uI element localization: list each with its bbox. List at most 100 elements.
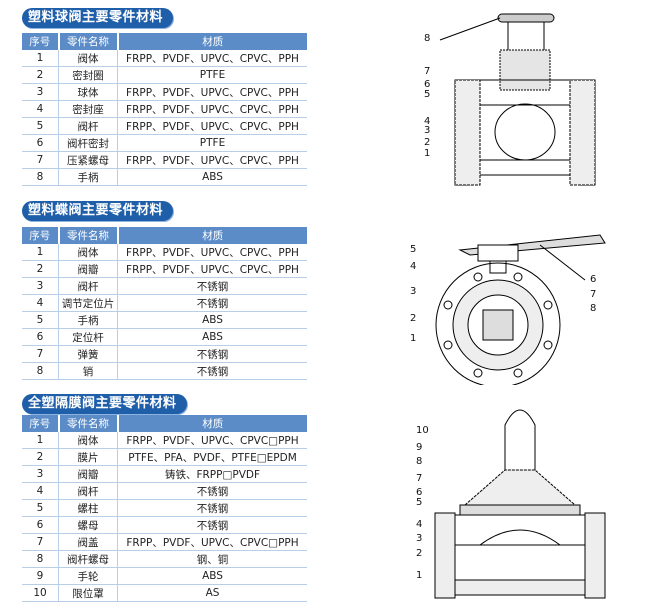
column-header: 材质 — [117, 415, 307, 432]
table-cell: 阀杆 — [58, 117, 118, 135]
table-cell: 3 — [22, 83, 59, 101]
part-number-label: 5 — [416, 497, 423, 508]
table-cell: 压紧螺母 — [58, 151, 118, 169]
part-number-label: 7 — [424, 66, 431, 77]
part-number-label: 7 — [416, 473, 423, 484]
table-cell: 阀盖 — [58, 533, 118, 551]
part-number-label: 4 — [410, 261, 417, 272]
table-title: 全塑隔膜阀主要零件材料 — [22, 394, 187, 414]
part-number-label: 2 — [424, 137, 431, 148]
part-number-label: 2 — [410, 313, 417, 324]
table-cell: FRPP、PVDF、UPVC、CPVC、PPH — [117, 260, 307, 278]
table-cell: 销 — [58, 362, 118, 380]
part-number-label: 6 — [424, 79, 431, 90]
part-number-label: 1 — [424, 148, 431, 159]
part-number-label: 2 — [416, 548, 423, 559]
part-number-label: 8 — [424, 33, 431, 44]
table-header: 序号零件名称材质 — [22, 415, 307, 432]
table-cell: 1 — [22, 244, 59, 261]
table-cell: PTFE — [117, 66, 307, 84]
table-cell: 5 — [22, 311, 59, 329]
table-cell: 阀瓣 — [58, 260, 118, 278]
table-cell: ABS — [117, 168, 307, 186]
table-cell: 8 — [22, 550, 59, 568]
table-cell: 1 — [22, 50, 59, 67]
table-cell: 螺柱 — [58, 499, 118, 517]
table-cell: 2 — [22, 66, 59, 84]
table-cell: 2 — [22, 260, 59, 278]
table-cell: 10 — [22, 584, 59, 602]
table-cell: 阀杆螺母 — [58, 550, 118, 568]
part-number-label: 3 — [424, 125, 431, 136]
part-number-label: 6 — [590, 274, 597, 285]
column-header: 序号 — [22, 227, 60, 244]
table-cell: 4 — [22, 482, 59, 500]
part-number-label: 8 — [416, 456, 423, 467]
table-cell: 4 — [22, 294, 59, 312]
table-header: 序号零件名称材质 — [22, 33, 307, 50]
column-header: 序号 — [22, 33, 60, 50]
table-cell: 5 — [22, 499, 59, 517]
table-cell: 密封座 — [58, 100, 118, 118]
table-header: 序号零件名称材质 — [22, 227, 307, 244]
table-cell: 阀体 — [58, 432, 118, 449]
part-number-label: 6 — [416, 487, 423, 498]
part-number-label: 8 — [590, 303, 597, 314]
column-header: 材质 — [117, 227, 307, 244]
table-cell: 7 — [22, 151, 59, 169]
table-cell: FRPP、PVDF、UPVC、CPVC□PPH — [117, 432, 307, 449]
table-cell: 手柄 — [58, 311, 118, 329]
table-title: 塑料蝶阀主要零件材料 — [22, 201, 174, 221]
table-cell: FRPP、PVDF、UPVC、CPVC、PPH — [117, 50, 307, 67]
part-number-label: 5 — [424, 89, 431, 100]
table-cell: 螺母 — [58, 516, 118, 534]
table-cell: FRPP、PVDF、UPVC、CPVC、PPH — [117, 83, 307, 101]
column-header: 材质 — [117, 33, 307, 50]
table-cell: 定位杆 — [58, 328, 118, 346]
diaphragm-valve-diagram — [434, 409, 606, 599]
table-cell: 6 — [22, 134, 59, 152]
table-cell: 手柄 — [58, 168, 118, 186]
part-number-label: 10 — [416, 425, 429, 436]
table-cell: FRPP、PVDF、UPVC、CPVC、PPH — [117, 244, 307, 261]
table-cell: 阀体 — [58, 244, 118, 261]
part-number-label: 9 — [416, 442, 423, 453]
table-cell: 不锈钢 — [117, 499, 307, 517]
table-cell: 5 — [22, 117, 59, 135]
table-cell: 手轮 — [58, 567, 118, 585]
table-cell: FRPP、PVDF、UPVC、CPVC、PPH — [117, 117, 307, 135]
ball-valve-diagram — [439, 13, 596, 186]
table-cell: 调节定位片 — [58, 294, 118, 312]
table-cell: 限位罩 — [58, 584, 118, 602]
table-cell: AS — [117, 584, 307, 602]
table-cell: 不锈钢 — [117, 277, 307, 295]
column-header: 零件名称 — [58, 33, 119, 50]
table-cell: 阀杆 — [58, 277, 118, 295]
table-cell: FRPP、PVDF、UPVC、CPVC、PPH — [117, 100, 307, 118]
table-cell: 6 — [22, 516, 59, 534]
table-cell: 不锈钢 — [117, 362, 307, 380]
table-cell: 密封圈 — [58, 66, 118, 84]
